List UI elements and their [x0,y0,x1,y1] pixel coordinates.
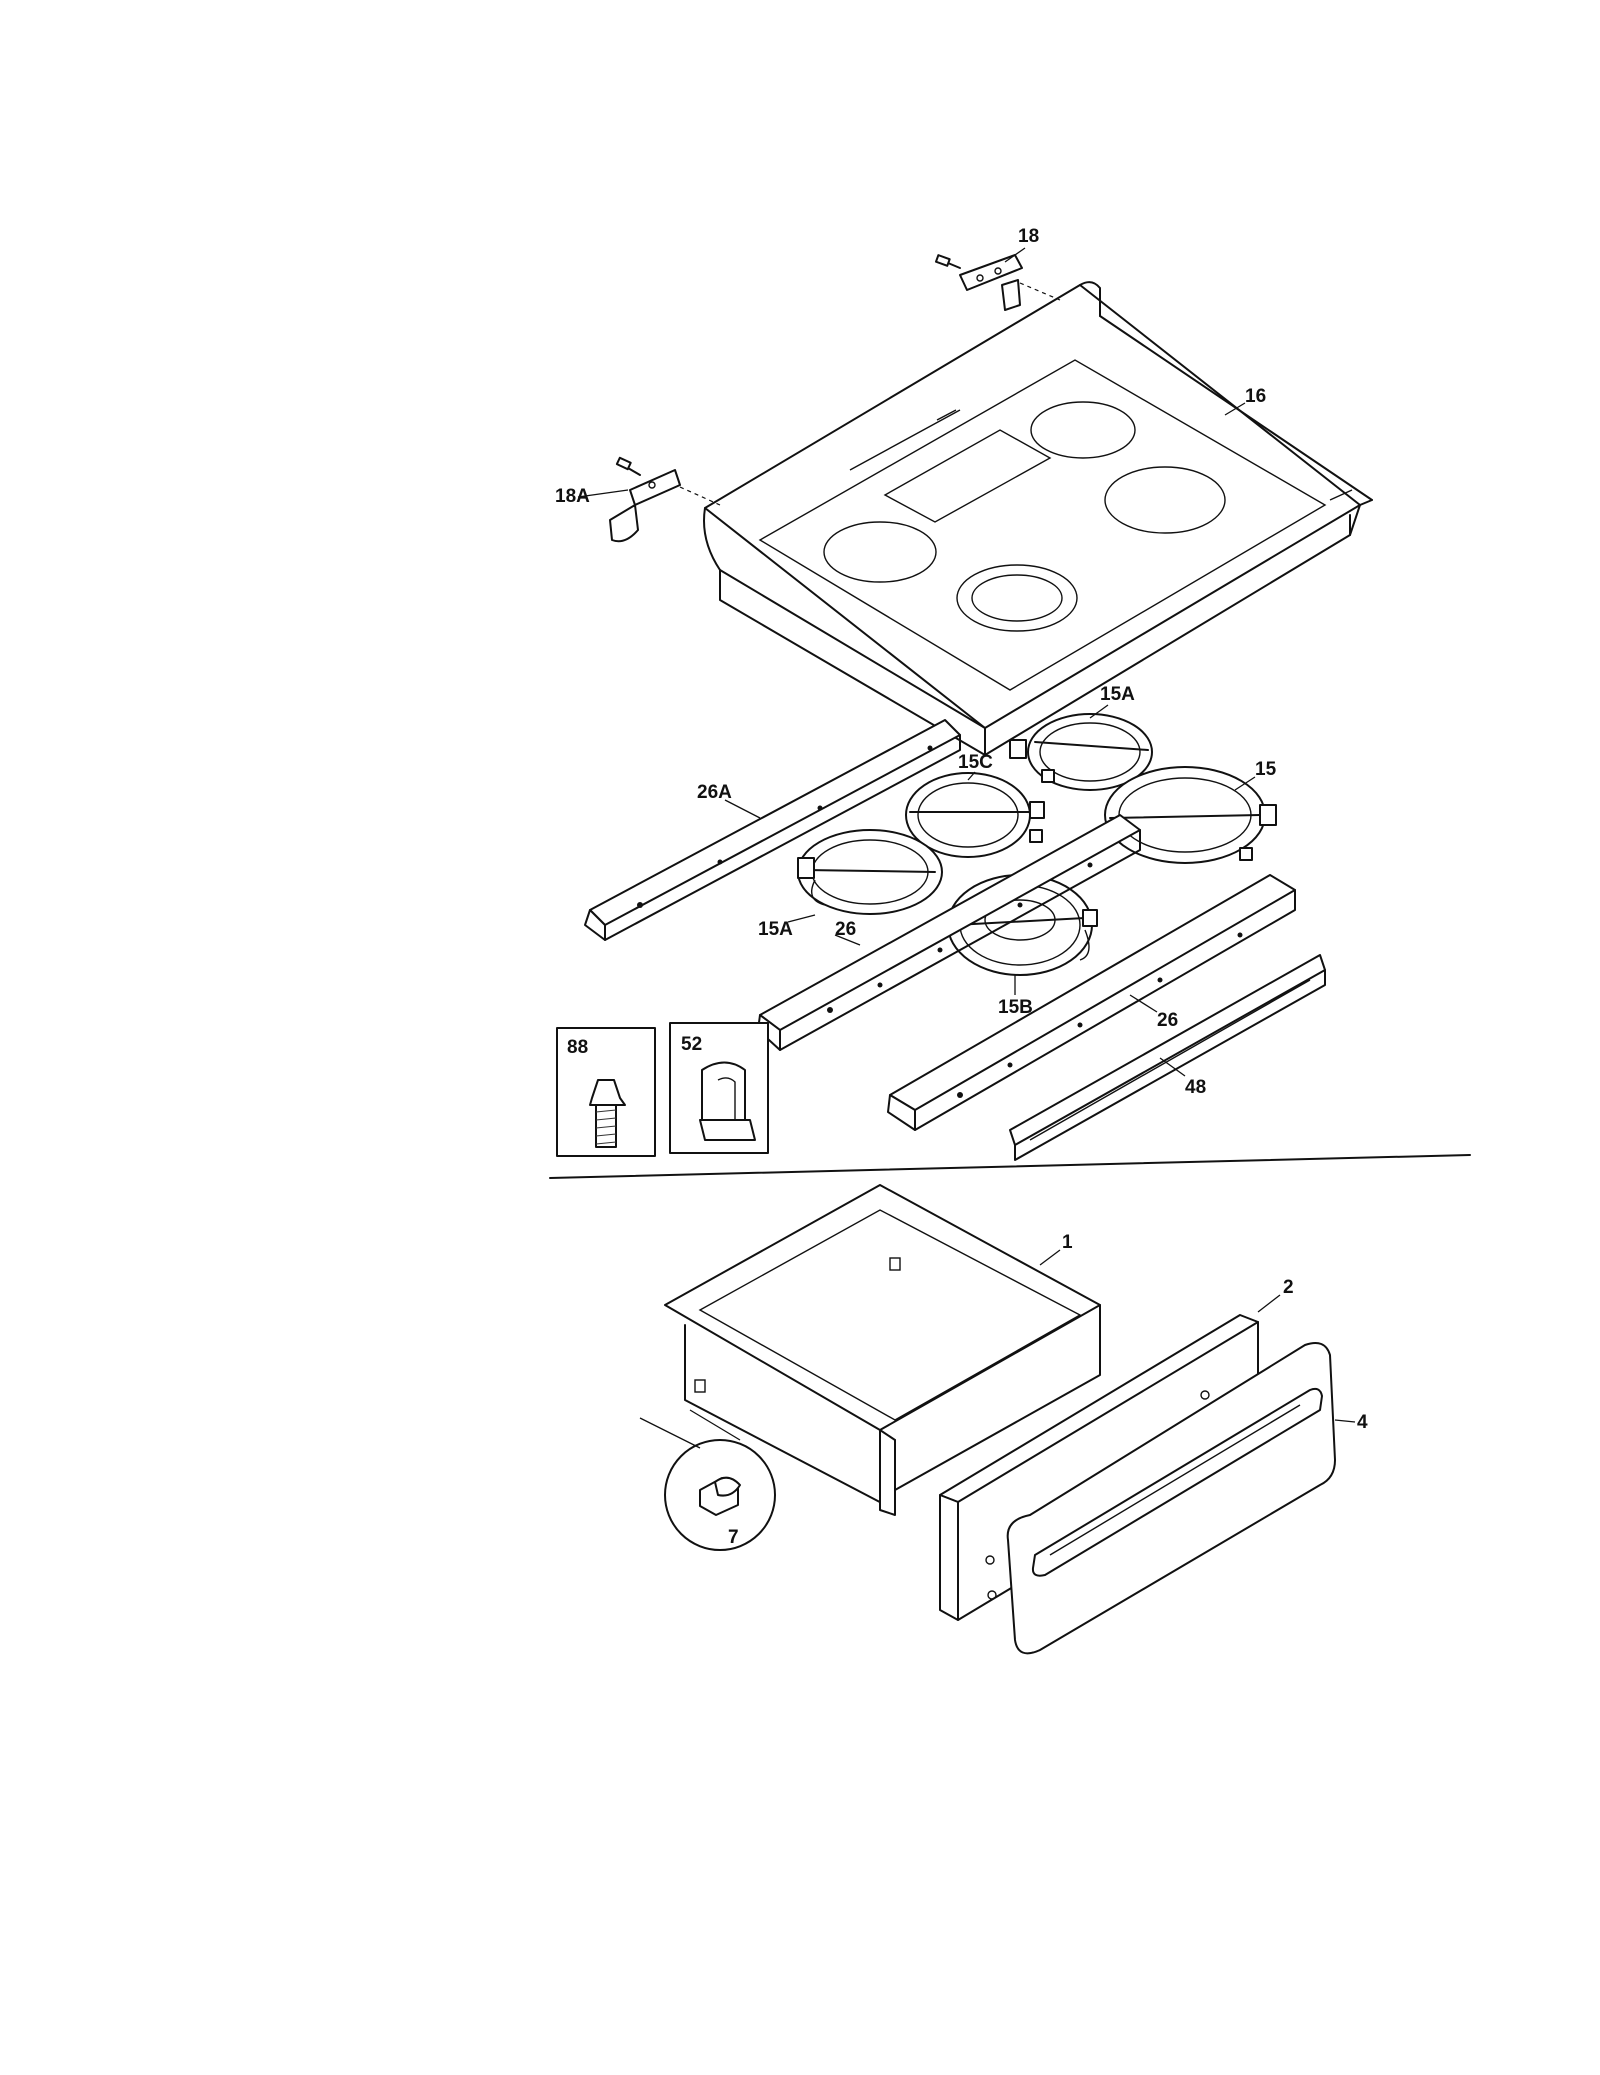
inset-box-52 [669,1022,769,1154]
callout-7: 7 [728,1527,739,1548]
element-15 [1104,766,1277,864]
bracket-18a [609,456,721,543]
callout-18: 18 [1018,226,1039,247]
callout-48: 48 [1185,1077,1206,1098]
drawer-front-4 [1006,1342,1336,1655]
rail-26a [584,719,961,941]
leader-lines [577,247,1356,1423]
clip-7-detail [639,1409,776,1551]
element-15c [905,772,1045,858]
callout-26-left: 26 [835,919,856,940]
callout-15: 15 [1255,759,1277,780]
rail-26-right [887,874,1296,1131]
callout-52: 52 [681,1034,702,1055]
element-15a-left [797,829,943,915]
callout-26a: 26A [697,782,732,803]
callout-15c: 15C [958,752,993,773]
section-divider [549,1154,1471,1179]
cooktop-assembly [703,281,1373,756]
drawer-box-1 [664,1184,1101,1516]
callout-18a: 18A [555,486,590,507]
callout-2: 2 [1283,1277,1294,1298]
callout-15b: 15B [998,997,1033,1018]
element-15a-top [1009,713,1153,791]
callout-88: 88 [567,1037,588,1058]
bracket-18 [934,254,1061,311]
inset-box-88 [556,1027,656,1157]
callout-15a-left: 15A [758,919,793,940]
callout-16: 16 [1245,386,1266,407]
callout-26-right: 26 [1157,1010,1178,1031]
trim-48 [1009,954,1326,1161]
callout-1: 1 [1062,1232,1073,1253]
callout-4: 4 [1357,1412,1368,1433]
callout-15a-top: 15A [1100,684,1135,705]
